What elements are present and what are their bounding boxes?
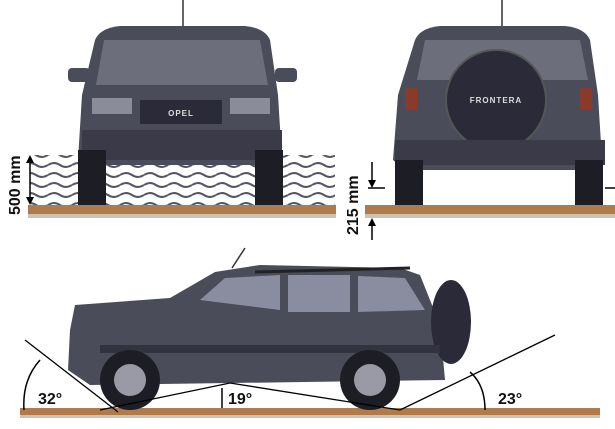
side-view: 32° 19° 23° [20,247,600,418]
approach-angle-label: 32° [38,391,62,408]
frontera-text: FRONTERA [470,96,522,105]
approach-angle-line [24,339,119,413]
opel-badge: OPEL [168,109,194,118]
front-view: OPEL 500 mm [7,0,336,218]
wading-depth-label: 500 mm [7,155,24,215]
ground-strip [20,408,600,416]
breakover-line-rear [229,382,401,411]
departure-angle-label: 23° [498,391,522,408]
departure-angle-line [399,334,556,411]
ground-clearance-label: 215 mm [345,175,362,235]
breakover-line-front [99,382,231,411]
side-car-body [68,265,445,385]
rear-view: FRONTERA 215 mm [345,0,615,240]
breakover-angle-label: 19° [228,391,252,408]
